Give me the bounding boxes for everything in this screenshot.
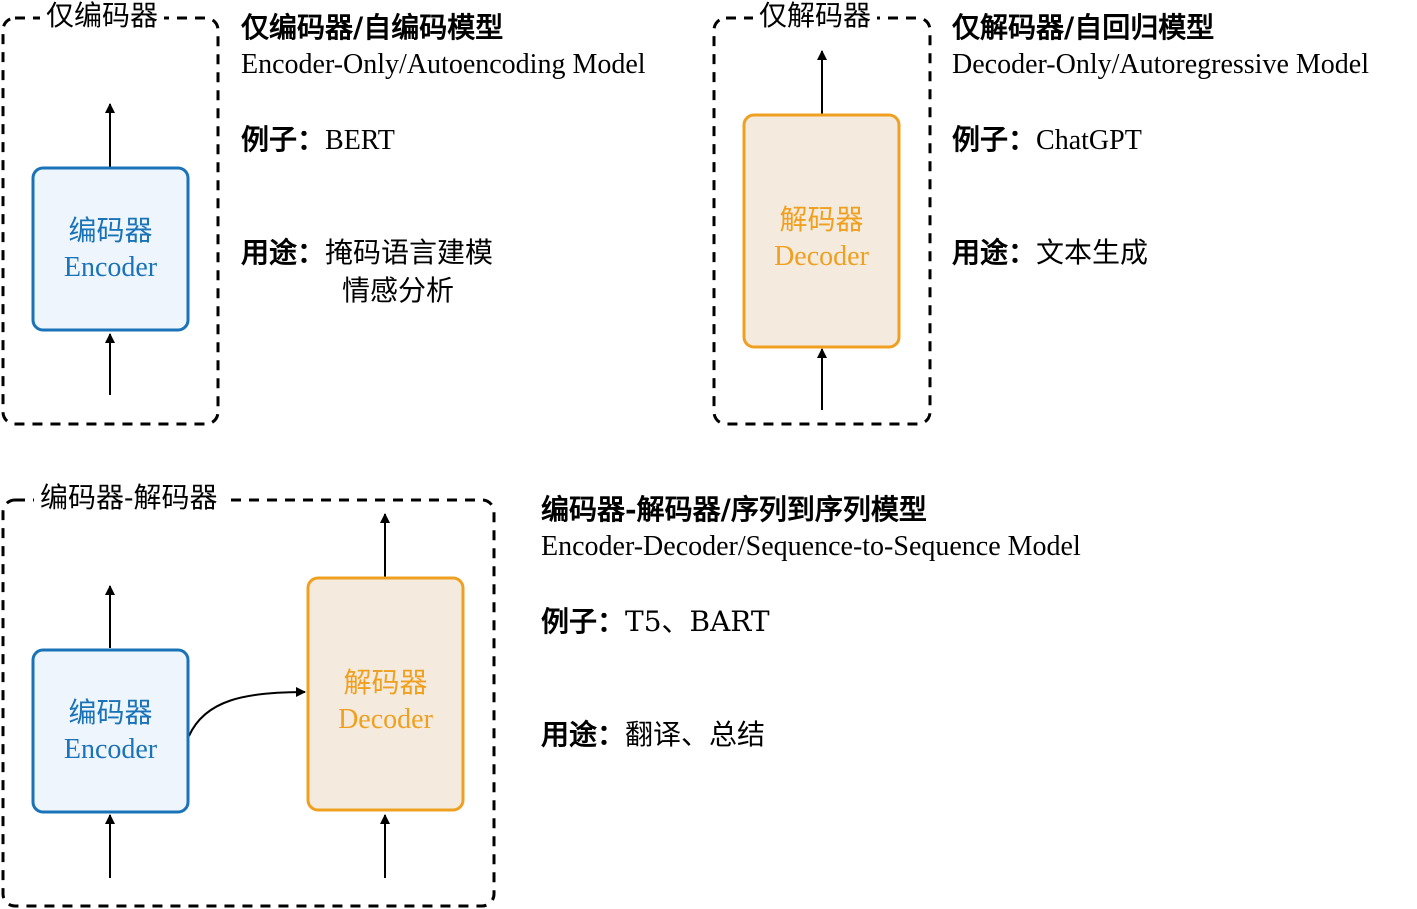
decoder-only-usage: 用途：文本生成 [952,239,1148,267]
decoder-only-decoder-label: 解码器 Decoder [744,203,899,275]
usage-value: 文本生成 [1036,236,1149,269]
example-value: BERT [325,125,395,156]
encoder-only-title: 仅编码器/自编码模型 [241,11,504,44]
decoder-only-example: 例子：ChatGPT [952,126,1142,155]
decoder-block-en: Decoder [774,241,869,272]
encoder-decoder-frame [1,498,496,908]
decoder-only-subtitle: Decoder-Only/Autoregressive Model [952,49,1369,80]
decoder-block-cn: 解码器 [779,205,864,236]
encoder-only-usage: 用途：掩码语言建模 [241,239,493,267]
decoder-only-title: 仅解码器/自回归模型 [952,11,1215,44]
example-label: 例子： [541,605,626,638]
encoder-only-frame-label: 仅编码器 [40,2,165,30]
example-value: ChatGPT [1036,125,1142,156]
encoder-only-example: 例子：BERT [241,126,395,155]
encoder-only-subtitle: Encoder-Only/Autoencoding Model [241,49,646,80]
encoder-block-cn: 编码器 [68,698,153,729]
encoder-only-encoder-block [31,166,190,332]
decoder-block-cn: 解码器 [343,668,428,699]
encoder-only-encoder-label: 编码器 Encoder [33,214,188,286]
encoder-decoder-title: 编码器-解码器/序列到序列模型 [541,493,927,526]
encoder-block-en: Encoder [63,252,158,283]
encdec-encoder-label: 编码器 Encoder [33,696,188,768]
decoder-only-frame-label: 仅解码器 [753,2,878,30]
example-label: 例子： [952,123,1037,156]
decoder-only-decoder-block [742,113,901,349]
usage-value: 翻译、总结 [625,718,766,751]
encoder-only-usage-line2: 情感分析 [342,274,455,307]
encoder-block-cn: 编码器 [68,216,153,247]
usage-label: 用途： [952,236,1037,269]
encoder-block-en: Encoder [63,734,158,765]
encoder-decoder-example: 例子：T5、BART [541,608,770,636]
usage-label: 用途： [241,236,326,269]
encdec-decoder-label: 解码器 Decoder [308,666,463,738]
encdec-encoder-block [31,648,190,814]
example-value: T5、BART [625,605,770,638]
encdec-decoder-block [306,576,465,812]
usage-label: 用途： [541,718,626,751]
example-label: 例子： [241,123,326,156]
usage-value: 掩码语言建模 [325,236,494,269]
encoder-to-decoder-arrow [188,687,306,737]
decoder-block-en: Decoder [338,704,433,735]
encoder-decoder-usage: 用途：翻译、总结 [541,721,765,749]
encoder-decoder-subtitle: Encoder-Decoder/Sequence-to-Sequence Mod… [541,531,1081,562]
encoder-decoder-frame-label: 编码器-解码器 [34,484,224,512]
